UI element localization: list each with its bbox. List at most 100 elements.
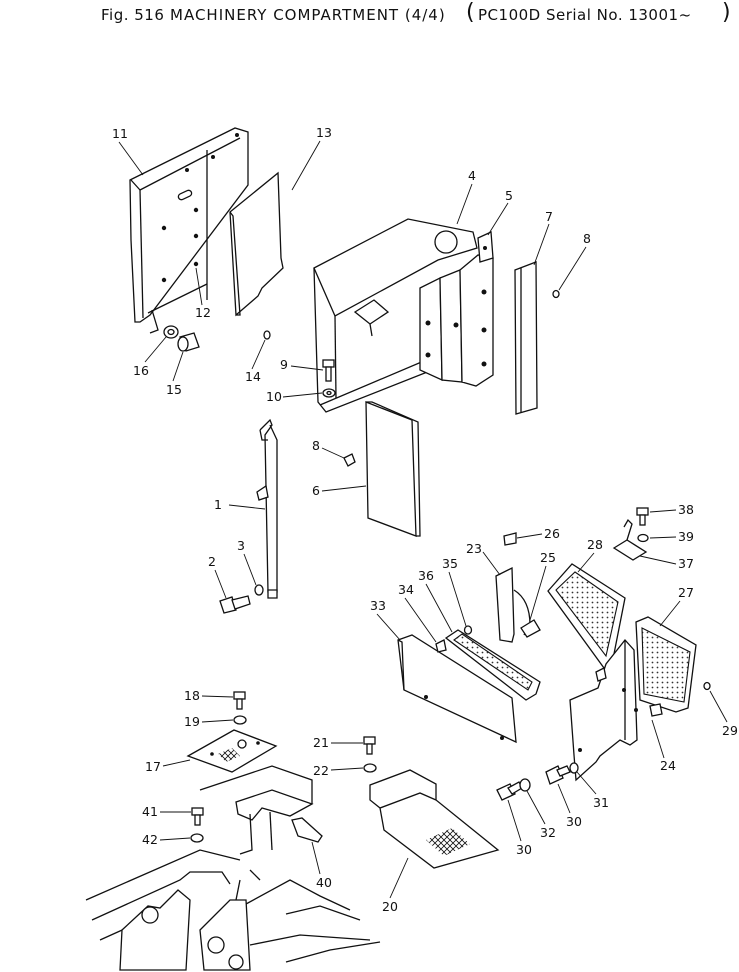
callout-23: 23	[466, 541, 501, 576]
figure-title: MACHINERY COMPARTMENT (4/4)	[170, 6, 446, 24]
callout-40: 40	[311, 841, 332, 890]
callout-labels: 1 2 3 4 5 6 7 8 8 9 10 11 12 13 14 15 16…	[112, 125, 738, 914]
part-10-washer	[322, 388, 336, 398]
part-5-gasket	[477, 231, 494, 263]
svg-text:24: 24	[660, 758, 676, 773]
part-34-clip	[435, 639, 447, 653]
part-41-bolt	[191, 807, 204, 826]
part-18-bolt	[233, 691, 246, 710]
svg-text:21: 21	[313, 735, 329, 750]
part-31-washer	[569, 748, 582, 774]
callout-4: 4	[456, 168, 476, 225]
svg-text:3: 3	[237, 538, 245, 553]
callout-14: 14	[245, 339, 266, 384]
part-38-bolt	[636, 507, 649, 526]
part-25-bolt	[520, 619, 541, 638]
callout-26: 26	[516, 526, 560, 541]
callout-30b: 30	[557, 783, 582, 829]
callout-41: 41	[142, 804, 191, 819]
part-27-filter-element	[635, 616, 697, 717]
part-42-washer	[190, 833, 204, 843]
svg-text:32: 32	[540, 825, 556, 840]
part-13-insulation-pad	[229, 171, 284, 317]
callout-3: 3	[237, 538, 257, 586]
svg-text:34: 34	[398, 582, 414, 597]
callout-37: 37	[639, 555, 694, 571]
svg-text:37: 37	[678, 556, 694, 571]
callout-36: 36	[418, 568, 453, 633]
callout-30a: 30	[507, 799, 532, 857]
part-19-washer	[233, 715, 247, 725]
part-40-mount-bracket	[199, 765, 323, 855]
callout-7: 7	[533, 209, 553, 266]
figure-header: Fig. 516 MACHINERY COMPARTMENT (4/4) ( P…	[0, 0, 739, 34]
callout-19: 19	[184, 714, 234, 729]
part-16-washer	[163, 325, 179, 339]
part-4-compartment-frame	[313, 218, 494, 413]
callout-11: 11	[112, 126, 144, 176]
part-11-side-cover-panel	[129, 127, 249, 334]
part-23-bracket-plate	[495, 566, 531, 643]
svg-text:25: 25	[540, 550, 556, 565]
callout-24: 24	[651, 719, 676, 773]
svg-text:9: 9	[280, 357, 288, 372]
part-33-filter-cover	[397, 634, 517, 744]
part-2-bolt	[219, 595, 251, 614]
svg-text:38: 38	[678, 502, 694, 517]
part-17-cover-plate	[186, 729, 278, 773]
part-30-bolt-upper	[545, 765, 571, 785]
part-35-clip	[463, 625, 473, 635]
part-7-seal-strip	[514, 261, 538, 415]
part-39-washer	[637, 533, 649, 543]
callout-10: 10	[266, 389, 323, 404]
callout-29: 29	[709, 690, 738, 738]
callout-12: 12	[195, 267, 211, 320]
svg-text:35: 35	[442, 556, 458, 571]
callout-28: 28	[577, 537, 603, 573]
part-6-bottom-pad	[365, 401, 421, 537]
svg-text:30: 30	[566, 814, 582, 829]
part-9-bolt	[322, 359, 335, 382]
callout-35: 35	[442, 556, 467, 627]
callout-21: 21	[313, 735, 363, 750]
callout-38: 38	[649, 502, 694, 517]
part-8-clip-lower	[343, 453, 356, 467]
svg-text:27: 27	[678, 585, 694, 600]
callout-27: 27	[659, 585, 694, 627]
svg-text:23: 23	[466, 541, 482, 556]
callout-18: 18	[184, 688, 234, 703]
svg-text:5: 5	[505, 188, 513, 203]
svg-text:18: 18	[184, 688, 200, 703]
callout-13: 13	[291, 125, 332, 191]
callout-20: 20	[382, 857, 409, 914]
callout-42: 42	[142, 832, 191, 847]
svg-text:33: 33	[370, 598, 386, 613]
part-30-bolt-lower	[496, 781, 523, 801]
callout-31: 31	[576, 771, 609, 810]
svg-text:8: 8	[583, 231, 591, 246]
svg-text:7: 7	[545, 209, 553, 224]
svg-text:16: 16	[133, 363, 149, 378]
svg-text:13: 13	[316, 125, 332, 140]
part-32-washer	[519, 778, 531, 792]
callout-2: 2	[208, 554, 227, 599]
part-15-knob	[177, 332, 200, 352]
part-14-clip	[263, 330, 271, 340]
callout-9: 9	[280, 357, 324, 372]
part-3-washer	[254, 584, 264, 596]
callout-8b: 8	[312, 438, 345, 459]
svg-text:8: 8	[312, 438, 320, 453]
svg-text:28: 28	[587, 537, 603, 552]
svg-text:12: 12	[195, 305, 211, 320]
machine-base-frame	[85, 849, 381, 971]
close-paren-glyph: )	[722, 0, 731, 25]
part-29-clip	[703, 681, 711, 691]
callout-17: 17	[145, 759, 191, 774]
callout-6: 6	[312, 483, 367, 498]
svg-text:19: 19	[184, 714, 200, 729]
svg-text:11: 11	[112, 126, 128, 141]
svg-text:6: 6	[312, 483, 320, 498]
callout-34: 34	[398, 582, 437, 643]
part-20-floor-plate	[369, 769, 500, 869]
